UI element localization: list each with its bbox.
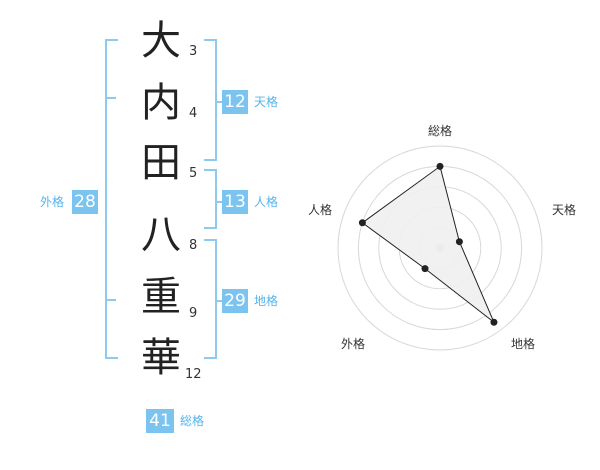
chikaku-label: 地格 (254, 294, 279, 308)
stroke-count-6: 12 (185, 367, 202, 382)
soukaku-value-badge: 41 (146, 409, 174, 433)
tenkaku-value-badge: 12 (222, 90, 248, 114)
stroke-count-5: 9 (189, 306, 198, 321)
radar-axis-label-soukaku: 総格 (428, 124, 453, 138)
gaikaku-bracket (105, 39, 118, 359)
name-char-3: 田 (141, 140, 181, 186)
stroke-count-2: 4 (189, 106, 198, 121)
name-char-5: 重 (141, 274, 181, 320)
name-char-2: 内 (141, 80, 181, 126)
name-char-4: 八 (141, 212, 181, 258)
radar-series-polygon (361, 165, 495, 323)
chikaku-value-badge: 29 (222, 289, 248, 313)
tenkaku-bracket (204, 39, 217, 161)
tenkaku-label: 天格 (254, 95, 279, 109)
radar-axis-label-tenkaku: 天格 (552, 203, 577, 217)
radar-point-2 (455, 238, 463, 246)
radar-axis-label-jinkaku: 人格 (308, 203, 333, 217)
radar-ring (337, 145, 543, 351)
jinkaku-value-badge: 13 (222, 190, 248, 214)
stroke-count-4: 8 (189, 238, 198, 253)
gaikaku-label: 外格 (40, 195, 65, 209)
radar-point-4 (421, 265, 429, 273)
soukaku-label: 総格 (180, 414, 205, 428)
radar-axis-label-gaikaku: 外格 (341, 337, 366, 351)
radar-point-5 (358, 219, 366, 227)
name-char-1: 大 (141, 18, 181, 64)
stroke-count-1: 3 (189, 44, 198, 59)
radar-point-1 (436, 162, 444, 170)
jinkaku-bracket (204, 169, 217, 229)
jinkaku-label: 人格 (254, 195, 279, 209)
stroke-count-3: 5 (189, 166, 198, 181)
radar-point-3 (490, 318, 498, 326)
radar-axis-label-chikaku: 地格 (511, 337, 536, 351)
name-char-6: 華 (141, 335, 181, 381)
chikaku-bracket (204, 239, 217, 359)
gaikaku-value-badge: 28 (72, 190, 98, 214)
